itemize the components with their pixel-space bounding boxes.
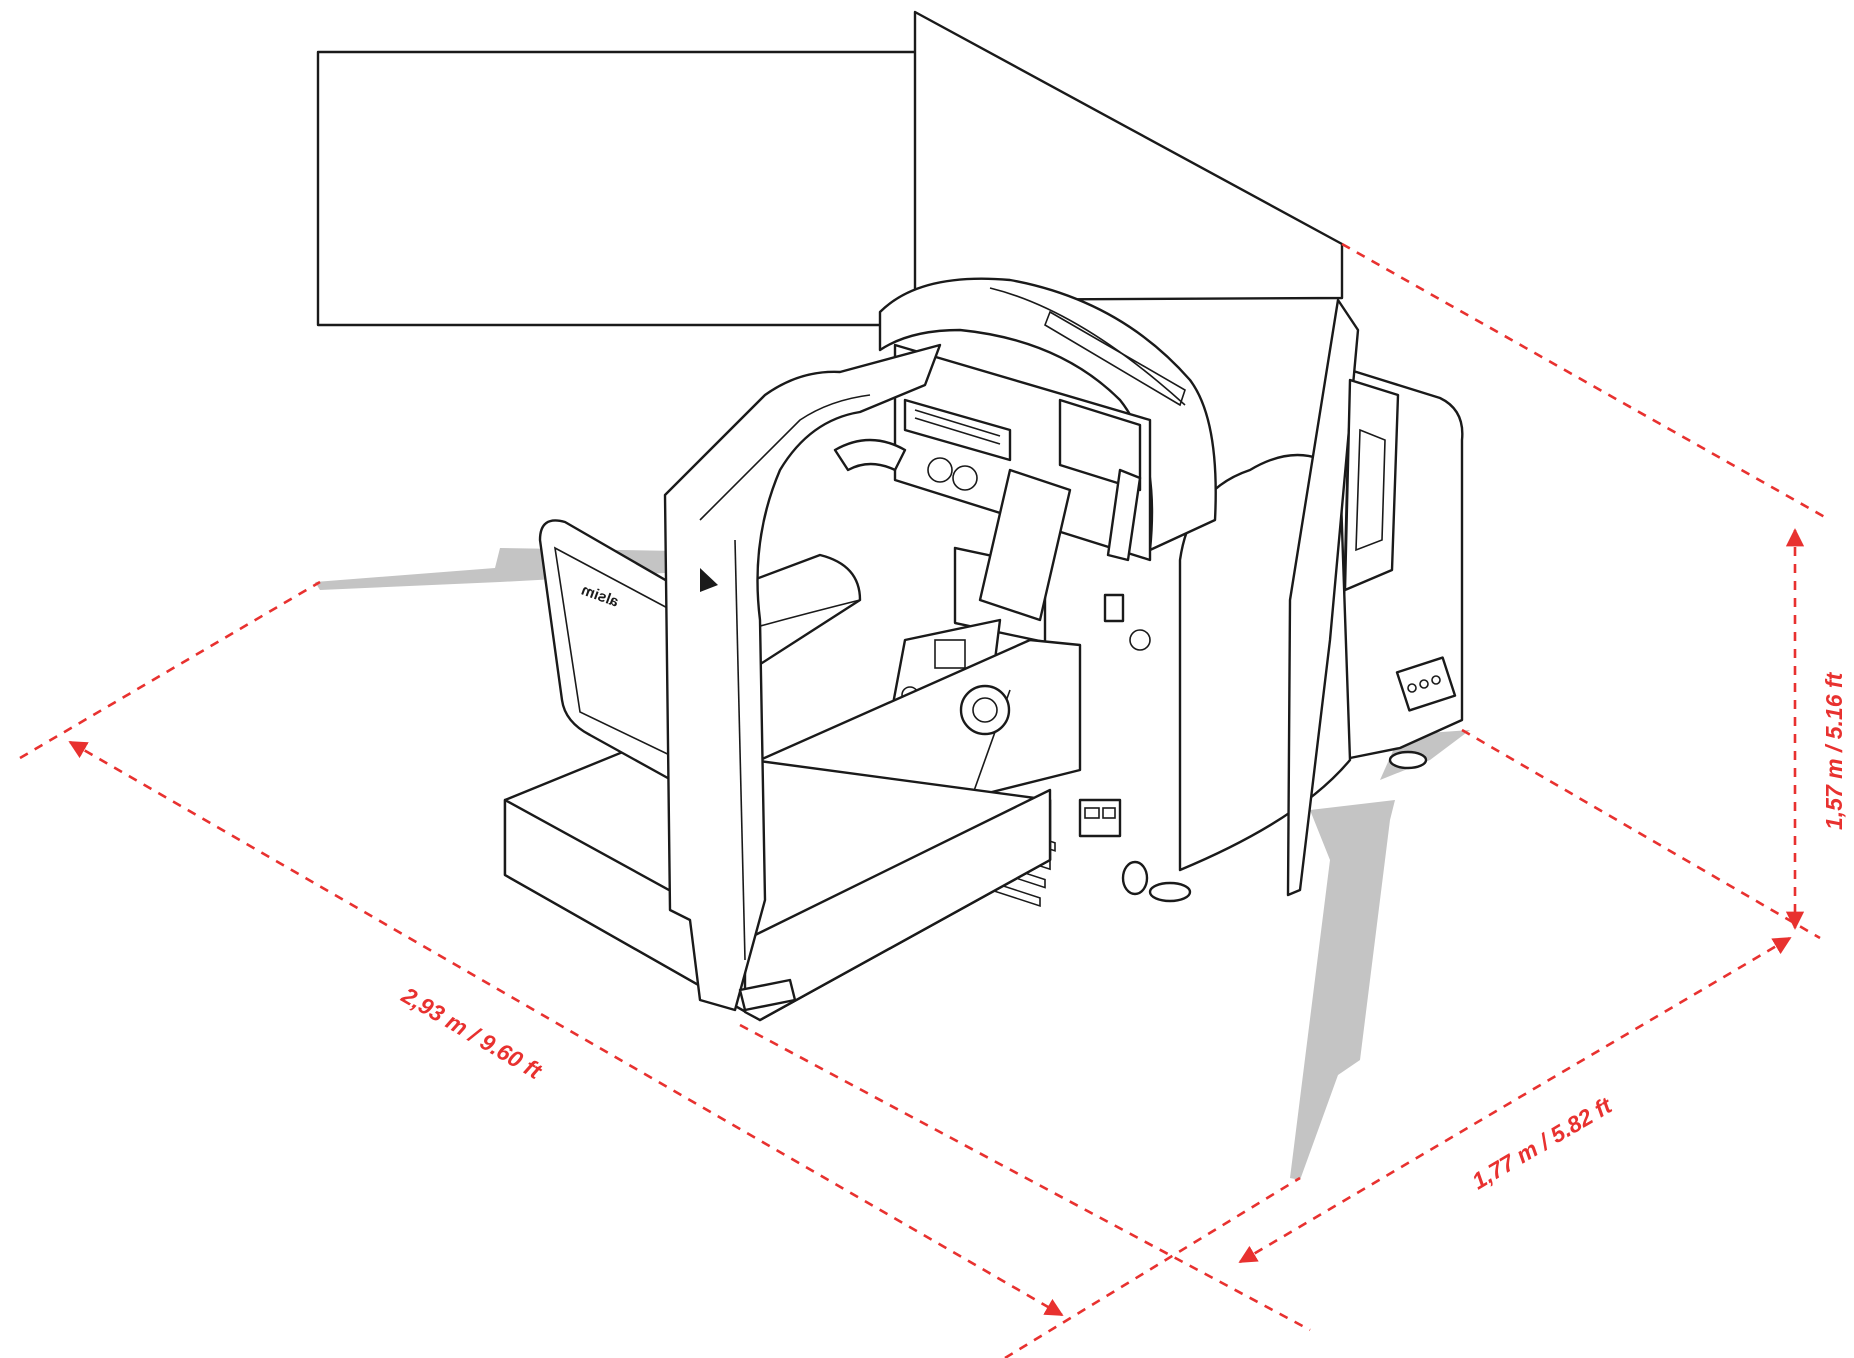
height-dimension-label: 1,57 m / 5.16 ft <box>1821 671 1847 830</box>
height-dimension-guide-top <box>1341 242 1831 522</box>
multifunction-display <box>1058 398 1142 492</box>
control-yoke-left <box>833 438 907 472</box>
control-yoke-right <box>1106 468 1142 562</box>
leveling-foot-rear <box>1388 750 1428 770</box>
rear-connector-panel <box>1395 656 1457 712</box>
center-display-screen <box>913 10 1344 302</box>
width-dimension-guide-right <box>1461 728 1821 940</box>
console-vent <box>959 684 1011 736</box>
length-dimension-guide-top <box>19 580 321 760</box>
length-dimension-line <box>68 740 1064 1317</box>
left-display-screen <box>316 50 920 327</box>
center-pedestal <box>978 468 1072 622</box>
width-dimension-line <box>1238 936 1792 1264</box>
instrument-panel <box>893 343 1152 562</box>
length-dimension-label: 2,93 m / 9.60 ft <box>397 981 548 1084</box>
leveling-foot-front <box>1148 881 1192 903</box>
width-dimension-guide-left <box>1004 1176 1301 1358</box>
width-dimension-label: 1,77 m / 5.82 ft <box>1467 1091 1617 1194</box>
frame-brand-emblem <box>700 568 718 592</box>
side-control-box <box>1343 378 1400 592</box>
dimension-lines <box>19 242 1831 1358</box>
glareshield-arch <box>878 277 1217 552</box>
side-swing-panel <box>1286 298 1360 897</box>
